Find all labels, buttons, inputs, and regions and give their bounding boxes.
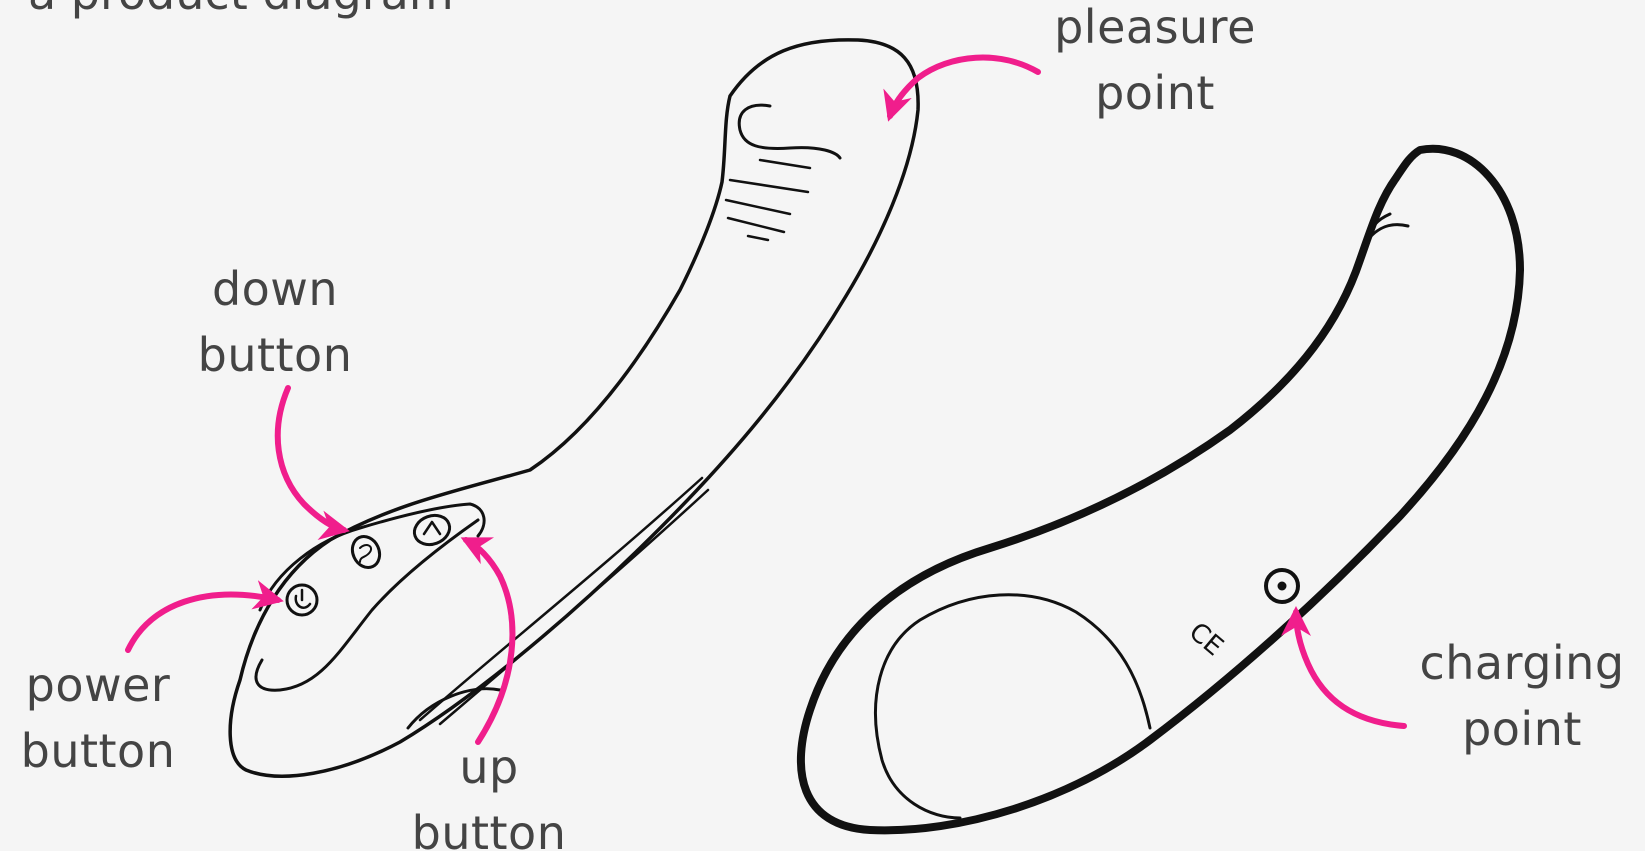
side-seam [420, 478, 702, 720]
back-pad [876, 595, 1150, 818]
ce-mark: CE [1183, 617, 1229, 662]
arrow-power-button [128, 595, 278, 650]
front-view-device [230, 40, 918, 776]
label-up-button: up button [396, 734, 582, 851]
arrow-down-button [278, 388, 344, 530]
arrow-up-button [466, 540, 512, 742]
arrow-charging-point [1296, 612, 1404, 726]
label-pleasure-point: pleasure point [1040, 0, 1270, 126]
front-body-outline [230, 40, 918, 776]
label-down-button: down button [180, 256, 370, 388]
label-power-button: power button [8, 652, 188, 784]
down-button-icon [347, 532, 384, 572]
label-charging-point: charging point [1404, 630, 1640, 762]
tip-ridge [739, 105, 840, 158]
